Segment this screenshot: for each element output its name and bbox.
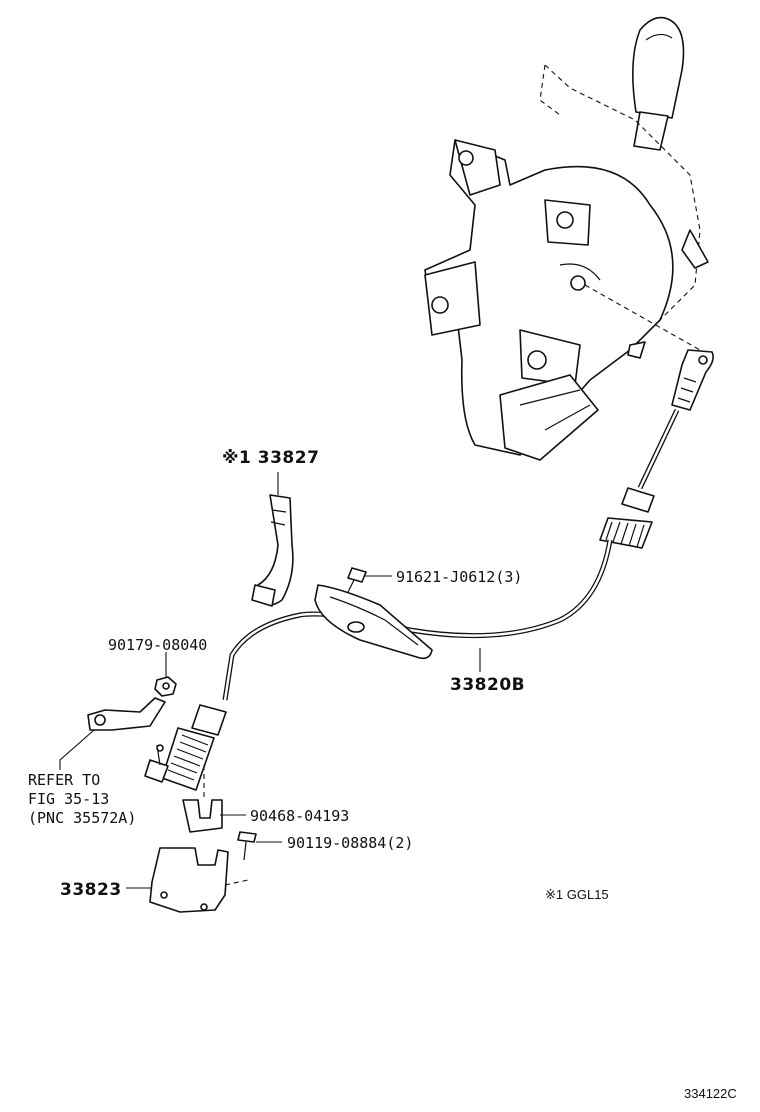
cable-clamp [251, 494, 294, 607]
alignment-line-bolt [224, 879, 249, 886]
callout-90119: 90119-08884(2) [287, 834, 413, 852]
alignment-line-pivot [584, 284, 701, 351]
refer-line-2: FIG 35-13 [28, 790, 109, 808]
callout-33823: 33823 [60, 880, 122, 900]
callout-91621: 91621-J0612(3) [396, 568, 522, 586]
callout-33827: ※1 33827 [222, 448, 319, 468]
bolt-90119 [237, 831, 257, 861]
figure-code: 334122C [684, 1086, 737, 1101]
bracket-33823 [149, 847, 229, 913]
callout-33820b: 33820B [450, 675, 525, 695]
nut-90179 [154, 676, 177, 697]
retainer-90468 [182, 799, 223, 833]
shift-cable [144, 349, 714, 791]
leader-refer [59, 729, 95, 770]
callout-90468: 90468-04193 [250, 807, 349, 825]
shift-lever-assembly [424, 16, 709, 461]
callout-90179: 90179-08040 [108, 636, 207, 654]
refer-line-1: REFER TO [28, 771, 100, 789]
footnote: ※1 GGL15 [545, 887, 609, 902]
refer-line-3: (PNC 35572A) [28, 809, 136, 827]
shift-lever-link [87, 697, 166, 766]
bolt-91621 [347, 567, 367, 593]
